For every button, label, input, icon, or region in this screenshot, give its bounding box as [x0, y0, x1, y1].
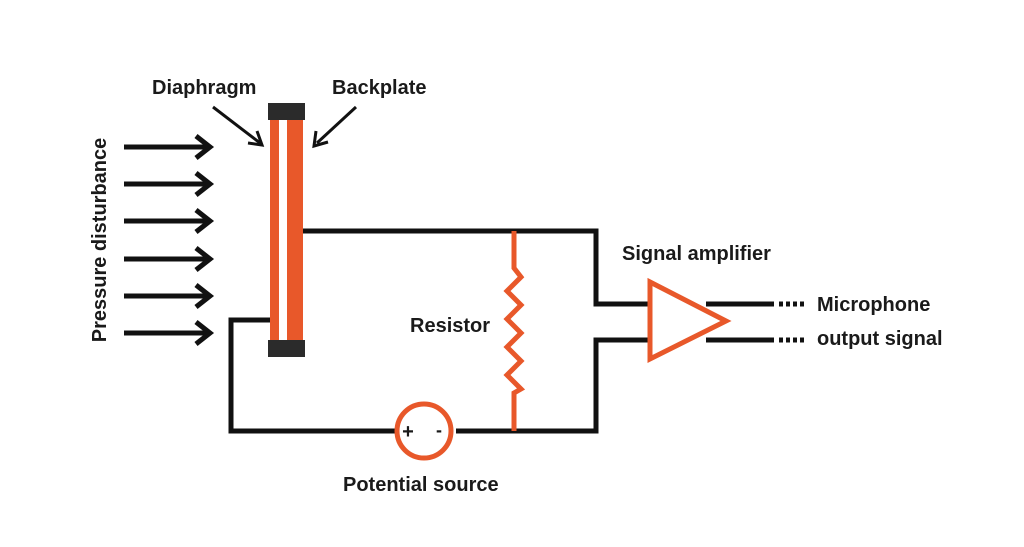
potential-source: + -: [394, 401, 454, 461]
diaphragm-label: Diaphragm: [152, 77, 256, 99]
pressure-disturbance-label: Pressure disturbance: [89, 138, 111, 343]
backplate-pointer-arrow: [312, 105, 358, 149]
resistor: [503, 231, 526, 431]
plus-sign: +: [402, 421, 414, 443]
pointer-arrows: [212, 105, 358, 149]
microphone-output-label-line2: output signal: [817, 328, 943, 350]
pressure-arrows: [124, 134, 215, 346]
pressure-arrow: [124, 171, 215, 197]
capsule: [268, 103, 305, 357]
diaphragm: [270, 118, 279, 344]
bottom-right-wire: [456, 337, 650, 434]
capsule-top-cap: [268, 103, 305, 120]
pressure-arrow: [124, 134, 215, 160]
signal-amplifier-label: Signal amplifier: [622, 243, 771, 265]
pressure-arrow: [124, 208, 215, 234]
pressure-arrow: [124, 320, 215, 346]
microphone-output-label-line1: Microphone: [817, 294, 930, 316]
minus-sign: -: [436, 420, 442, 440]
backplate: [287, 118, 303, 344]
top-wire: [303, 228, 650, 307]
left-bottom-wire: [228, 317, 398, 434]
resistor-label: Resistor: [410, 315, 490, 337]
backplate-label: Backplate: [332, 77, 427, 99]
output-lines: [706, 301, 807, 343]
capsule-bottom-cap: [268, 340, 305, 357]
amplifier-triangle: [647, 277, 732, 364]
air-gap: [279, 118, 287, 344]
pressure-arrow: [124, 246, 215, 272]
potential-source-label: Potential source: [343, 474, 499, 496]
potential-source-circle: [394, 401, 454, 461]
signal-amplifier: [647, 277, 732, 364]
pressure-arrow: [124, 283, 215, 309]
resistor-symbol: [503, 231, 526, 431]
circuit-wires: [228, 228, 650, 434]
diaphragm-pointer-arrow: [212, 105, 265, 147]
